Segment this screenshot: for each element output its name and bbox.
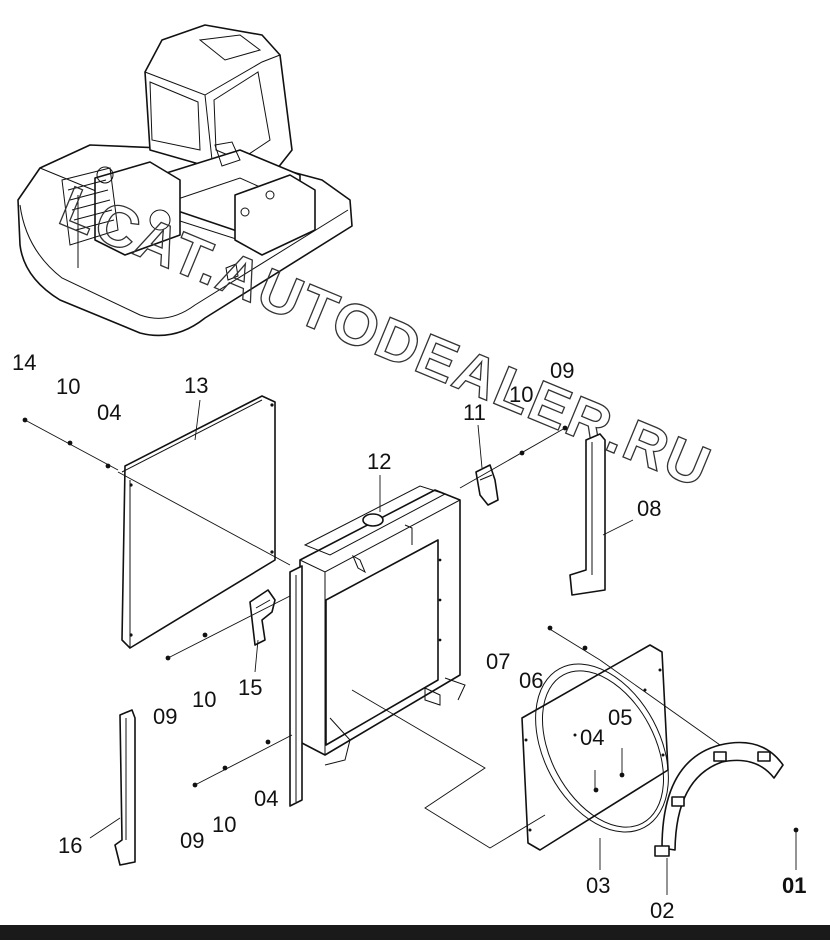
part-08-bracket bbox=[569, 433, 606, 596]
part-11-bracket bbox=[475, 464, 499, 506]
callout-13: 13 bbox=[184, 373, 208, 398]
part-16-strip bbox=[114, 709, 136, 866]
callout-10: 10 bbox=[56, 374, 80, 399]
callout-14: 14 bbox=[12, 350, 36, 375]
callout-15: 15 bbox=[238, 675, 262, 700]
callout-01: 01 bbox=[782, 873, 806, 898]
part-12-radiator-frame bbox=[289, 485, 466, 807]
callout-04: 04 bbox=[580, 725, 604, 750]
callout-06: 06 bbox=[519, 668, 543, 693]
callout-09: 09 bbox=[180, 828, 204, 853]
part-03-fan-shroud bbox=[521, 644, 669, 851]
assembly-centerlines bbox=[22, 399, 799, 895]
callout-12: 12 bbox=[367, 449, 391, 474]
bottom-border-bar bbox=[0, 925, 830, 940]
part-13-side-panel bbox=[121, 395, 276, 649]
part-02-fan-guard bbox=[654, 741, 784, 857]
callout-11: 11 bbox=[463, 400, 486, 425]
callout-10: 10 bbox=[509, 382, 533, 407]
callout-10: 10 bbox=[192, 687, 216, 712]
callout-04: 04 bbox=[254, 786, 278, 811]
callout-10: 10 bbox=[212, 812, 236, 837]
callout-labels: 14 10 04 13 12 11 10 09 08 09 10 15 07 0… bbox=[12, 350, 806, 923]
callout-09: 09 bbox=[550, 358, 574, 383]
callout-04: 04 bbox=[97, 400, 121, 425]
callout-07: 07 bbox=[486, 649, 510, 674]
callout-08: 08 bbox=[637, 496, 661, 521]
excavator-overview bbox=[17, 24, 353, 337]
callout-16: 16 bbox=[58, 833, 82, 858]
callout-05: 05 bbox=[608, 705, 632, 730]
callout-03: 03 bbox=[586, 873, 610, 898]
part-15-clip bbox=[249, 589, 276, 646]
callout-02: 02 bbox=[650, 898, 674, 923]
callout-09: 09 bbox=[153, 704, 177, 729]
